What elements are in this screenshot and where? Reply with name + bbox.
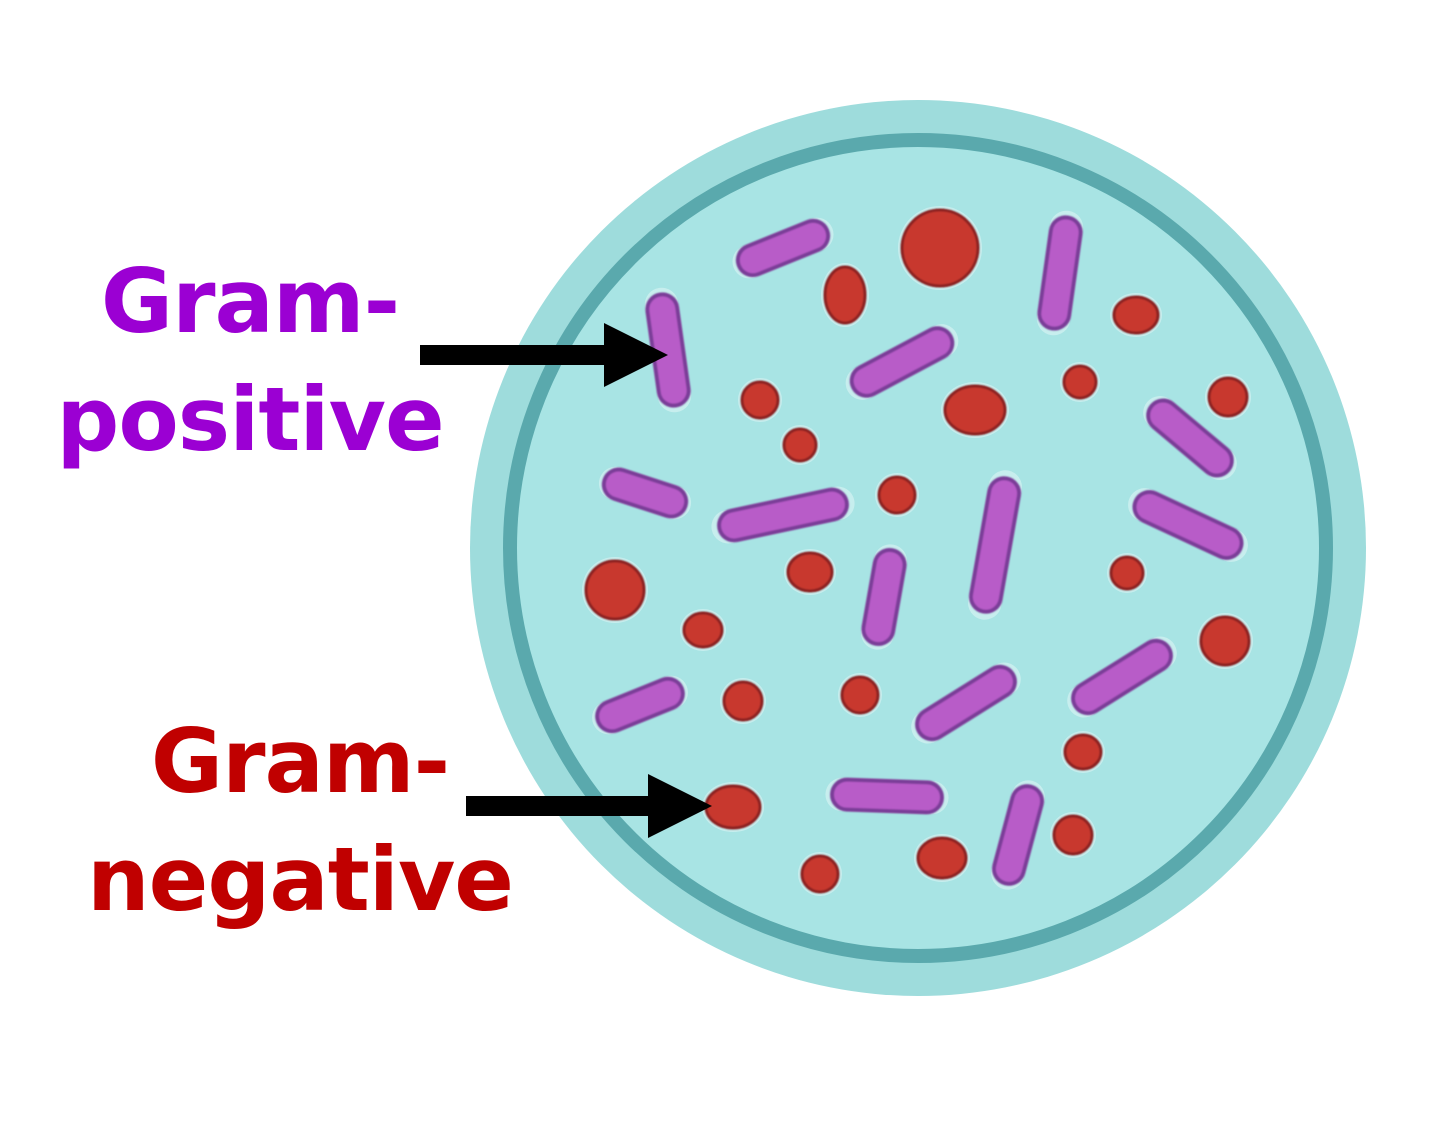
gram-positive-rod xyxy=(598,466,692,520)
gram-negative-coccus xyxy=(943,384,1007,436)
gram-positive-rod xyxy=(1143,396,1237,480)
gram-negative-coccus xyxy=(722,680,764,722)
gram-positive-rod xyxy=(911,662,1021,744)
gram-negative-coccus xyxy=(1199,615,1251,667)
arrow-to-gram-positive-icon xyxy=(420,323,668,387)
gram-negative-coccus xyxy=(786,551,834,593)
gram-negative-coccus xyxy=(1112,295,1160,335)
gram-negative-cocci xyxy=(582,206,1253,896)
gram-positive-rod xyxy=(860,544,908,650)
gram-positive-label-line1: Gram- xyxy=(100,250,400,353)
gram-positive-rods xyxy=(592,210,1248,890)
gram-positive-rod xyxy=(592,675,688,735)
gram-positive-rod xyxy=(825,777,949,815)
gram-positive-rod xyxy=(845,324,959,400)
gram-negative-coccus xyxy=(740,380,780,420)
gram-negative-coccus xyxy=(584,559,646,621)
gram-negative-coccus xyxy=(682,611,724,649)
arrow-to-gram-negative-icon xyxy=(466,774,712,838)
gram-positive-rod xyxy=(1036,210,1084,336)
gram-negative-coccus xyxy=(823,265,867,325)
gram-positive-rod xyxy=(1067,636,1177,718)
gram-negative-coccus xyxy=(704,784,762,830)
gram-negative-coccus xyxy=(840,675,880,715)
gram-positive-label-line2: positive xyxy=(56,368,444,471)
gram-positive-rod xyxy=(967,470,1023,620)
gram-negative-coccus xyxy=(1052,814,1094,856)
gram-negative-coccus xyxy=(1109,555,1145,591)
gram-negative-coccus xyxy=(900,208,980,288)
gram-negative-coccus xyxy=(1063,733,1103,771)
gram-positive-rod xyxy=(711,486,855,544)
gram-positive-label: Gram- positive xyxy=(40,258,460,494)
gram-negative-label: Gram- negative xyxy=(70,718,530,954)
gram-negative-coccus xyxy=(1062,364,1098,400)
gram-negative-coccus xyxy=(782,427,818,463)
pointer-arrows xyxy=(420,323,712,838)
gram-negative-coccus xyxy=(1207,376,1249,418)
gram-positive-rod xyxy=(732,217,834,279)
gram-negative-label-line1: Gram- xyxy=(150,710,450,813)
gram-positive-rod xyxy=(991,780,1045,890)
gram-negative-coccus xyxy=(877,475,917,515)
gram-negative-coccus xyxy=(916,836,968,880)
gram-negative-label-line2: negative xyxy=(87,828,514,931)
gram-negative-coccus xyxy=(800,854,840,894)
dish-inner-ring xyxy=(503,133,1333,963)
